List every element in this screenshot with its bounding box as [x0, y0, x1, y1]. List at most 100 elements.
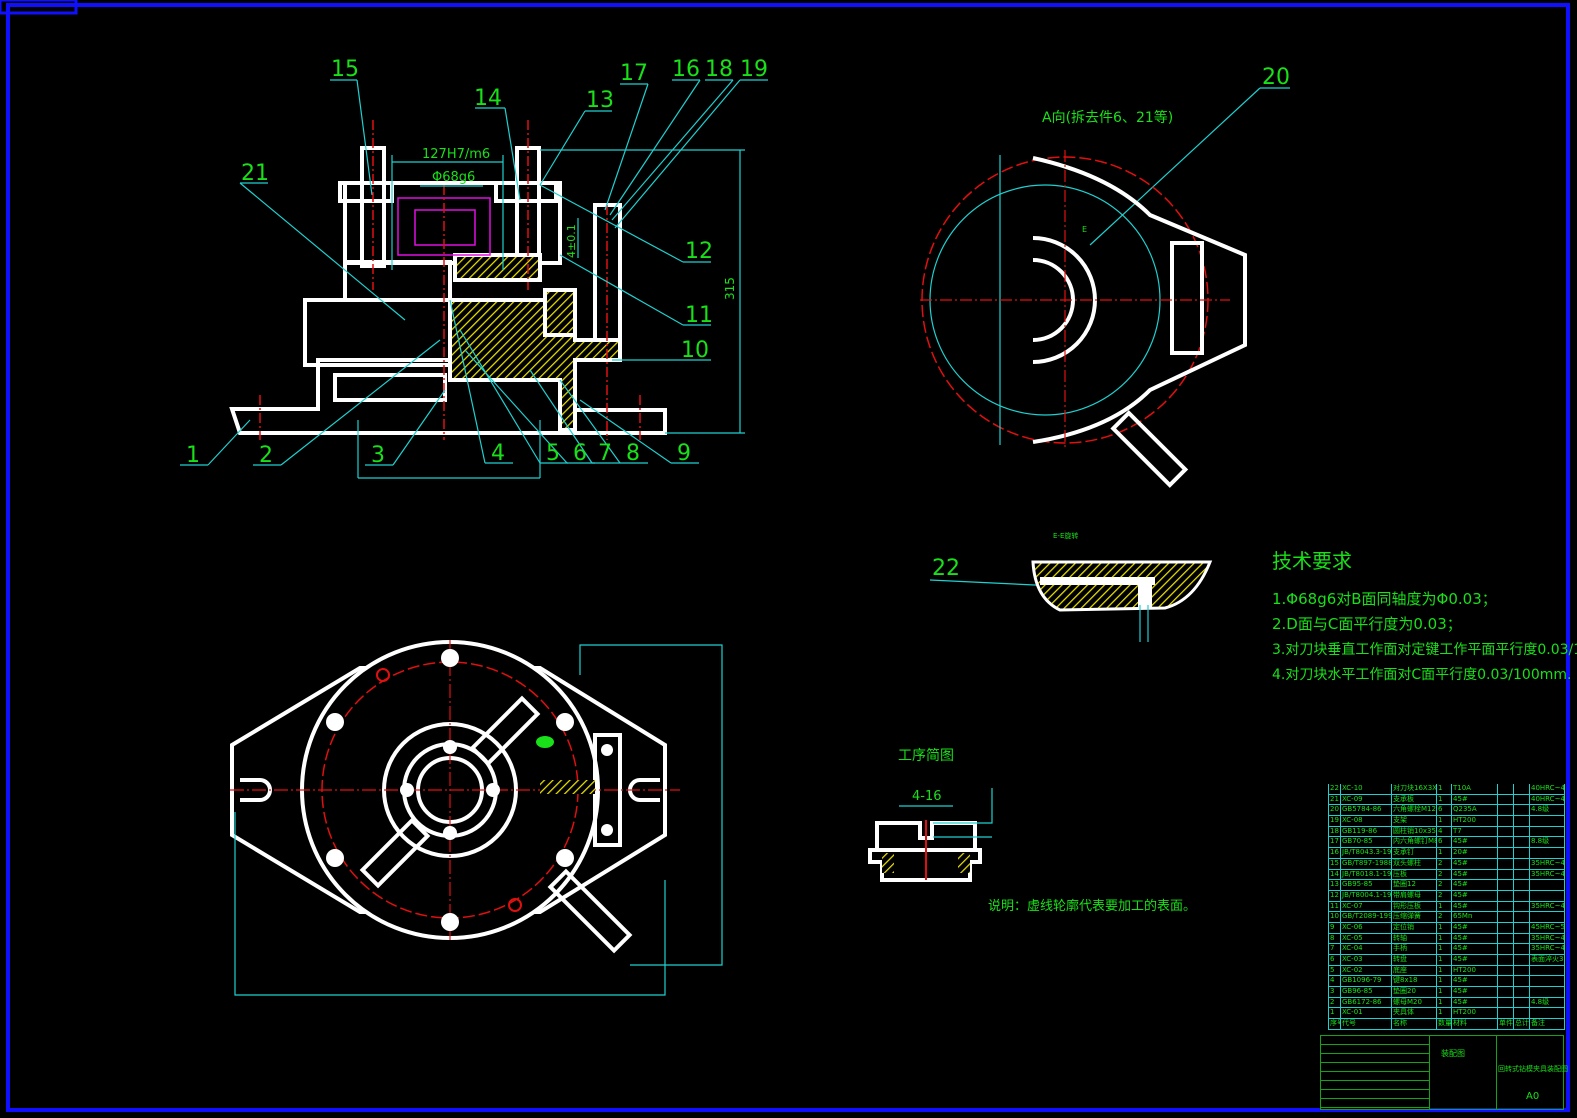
bom-cell-qty: 1	[1437, 976, 1452, 987]
bom-cell-no: 4	[1328, 976, 1341, 987]
bom-cell-material: 45#	[1452, 997, 1498, 1008]
bom-header-no: 序号	[1328, 1019, 1341, 1029]
bom-cell-total	[1514, 826, 1530, 837]
balloon-11: 11	[685, 303, 713, 328]
bom-cell-code: XC-09	[1341, 794, 1392, 805]
bom-cell-total	[1514, 858, 1530, 869]
bom-cell-qty: 1	[1437, 933, 1452, 944]
balloon-3: 3	[371, 443, 385, 468]
bom-cell-code: GB95-85	[1341, 880, 1392, 890]
bom-header-total: 总计	[1515, 1019, 1530, 1029]
bom-cell-unit	[1498, 880, 1514, 890]
sheet-size: A0	[1526, 1091, 1540, 1102]
bom-cell-note	[1530, 965, 1565, 976]
sheet-frame	[6, 3, 1570, 1112]
front-view	[229, 146, 667, 435]
drawing-type: 装配图	[1441, 1049, 1465, 1058]
balloon-20: 20	[1262, 65, 1290, 90]
bom-cell-qty: 2	[1437, 912, 1452, 922]
bom-cell-total	[1514, 805, 1530, 816]
bom-cell-note	[1530, 976, 1565, 987]
bom-cell-no: 12	[1328, 890, 1341, 901]
bom-cell-material: 45#	[1452, 955, 1498, 965]
bom-cell-no: 22	[1328, 784, 1341, 794]
bom-cell-total	[1514, 1008, 1530, 1019]
bom-cell-total	[1514, 944, 1530, 954]
bom-cell-name: 底座	[1392, 965, 1437, 976]
section-title: E-E旋转	[1053, 531, 1078, 540]
bom-cell-name: 支承板	[1392, 794, 1437, 805]
bom-cell-code: XC-05	[1341, 933, 1392, 944]
process-sketch-dim: 4-16	[912, 789, 942, 804]
bom-header-unit: 单件	[1499, 1019, 1514, 1029]
bom-cell-no: 8	[1328, 933, 1341, 944]
bom-cell-name: 垫圈20	[1392, 987, 1437, 997]
bom-cell-no: 3	[1328, 987, 1341, 997]
bom-cell-qty: 1	[1437, 816, 1452, 826]
bom-cell-material: 45#	[1452, 794, 1498, 805]
bom-cell-note	[1530, 912, 1565, 922]
bom-cell-qty: 1	[1437, 955, 1452, 965]
bom-cell-no: 1	[1328, 1008, 1341, 1019]
bom-cell-name: 压板	[1392, 869, 1437, 880]
bom-header: 序号代号名称数量材料单件总计备注	[1328, 1019, 1565, 1030]
bom-cell-code: GB96-85	[1341, 987, 1392, 997]
bom-cell-note	[1530, 1008, 1565, 1019]
bom-cell-qty: 2	[1437, 880, 1452, 890]
bom-cell-total	[1514, 922, 1530, 933]
bom-cell-name: 钩形压板	[1392, 901, 1437, 912]
bom-cell-unit	[1498, 987, 1514, 997]
bom-cell-note: 4.8级	[1530, 997, 1565, 1008]
bom-cell-unit	[1498, 933, 1514, 944]
bom-cell-name: 对刀块16X3X25	[1393, 784, 1437, 794]
process-sketch-title: 工序简图	[898, 747, 954, 764]
bom-cell-material: 45#	[1452, 880, 1498, 890]
bom-cell-no: 21	[1328, 794, 1341, 805]
bom-cell-no: 15	[1328, 858, 1341, 869]
bom-cell-unit	[1498, 784, 1514, 794]
balloon-16: 16	[672, 57, 700, 82]
process-sketch-note: 说明：虚线轮廓代表要加工的表面。	[988, 898, 1196, 914]
bom-cell-note	[1530, 890, 1565, 901]
bom-cell-note: 4.8级	[1530, 805, 1565, 816]
bom-cell-name: 双头螺柱	[1392, 858, 1437, 869]
bom-cell-material: T7	[1452, 826, 1498, 837]
bom-cell-no: 17	[1328, 837, 1341, 848]
bom-cell-unit	[1498, 816, 1514, 826]
bom-header-note: 备注	[1530, 1019, 1565, 1029]
bom-cell-code: GB6172-86	[1341, 997, 1392, 1008]
bom-cell-name: 六角螺栓M12x35	[1393, 805, 1437, 816]
bom-cell-material: HT200	[1452, 965, 1498, 976]
bom-cell-qty: 1	[1437, 1008, 1452, 1019]
balloon-2: 2	[259, 443, 273, 468]
bom-cell-total	[1514, 955, 1530, 965]
bom-cell-code: XC-08	[1341, 816, 1392, 826]
bom-cell-note: 8.8级	[1530, 837, 1565, 848]
bom-cell-unit	[1498, 912, 1514, 922]
bom-cell-no: 7	[1328, 944, 1341, 954]
bom-cell-name: 带肩螺母	[1392, 890, 1437, 901]
bom-cell-code: JB/T8018.1-1999	[1342, 869, 1392, 880]
bom-cell-material: 45#	[1452, 922, 1498, 933]
bom-cell-note	[1530, 987, 1565, 997]
drawing-name: 回转式钻模夹具装配图	[1498, 1065, 1568, 1073]
bom-cell-qty: 1	[1437, 794, 1452, 805]
bom-cell-material: 45#	[1452, 901, 1498, 912]
section-mark-e: E	[1082, 225, 1087, 234]
bom-cell-material: 45#	[1452, 858, 1498, 869]
balloon-6: 6	[573, 441, 587, 466]
balloon-17: 17	[620, 61, 648, 86]
balloon-12: 12	[685, 239, 713, 264]
bom-cell-total	[1514, 794, 1530, 805]
